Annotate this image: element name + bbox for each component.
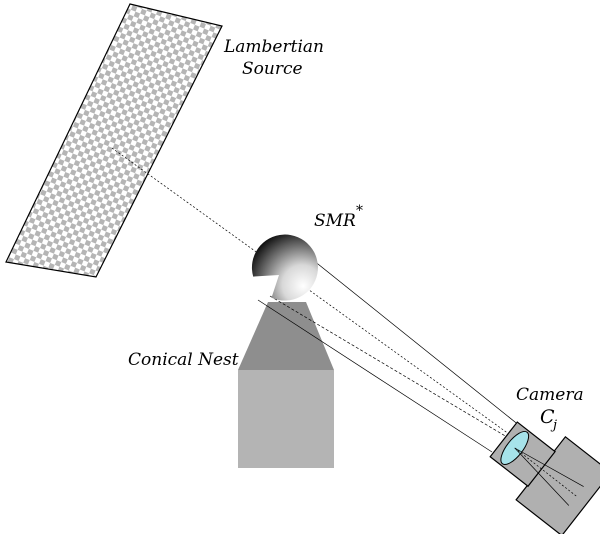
source-to-camera-dotted-line — [111, 147, 571, 479]
camera-inner-ray-2 — [514, 447, 570, 506]
camera-inner-ray-1 — [514, 447, 584, 487]
smr-sphere — [251, 234, 318, 301]
sight-lines — [111, 147, 571, 479]
nest-cone — [238, 302, 334, 370]
lower-ray-line — [257, 299, 493, 453]
source-label-line1: Lambertian — [223, 37, 324, 57]
camera-label-subscript: j — [550, 418, 557, 433]
smr-label: SMR — [314, 211, 356, 231]
camera-inner-ray-3 — [514, 447, 577, 497]
center-ray-line — [269, 295, 513, 441]
lambertian-source-panel — [5, 3, 223, 278]
smr-label-superscript: * — [356, 203, 363, 219]
nest-base — [238, 370, 334, 468]
camera-label-line1: Camera — [516, 385, 584, 405]
camera-label-symbol: C — [540, 406, 555, 428]
camera — [489, 421, 600, 534]
upper-ray-line — [292, 243, 521, 427]
nest-label: Conical Nest — [128, 350, 239, 370]
source-label-line2: Source — [242, 59, 303, 79]
